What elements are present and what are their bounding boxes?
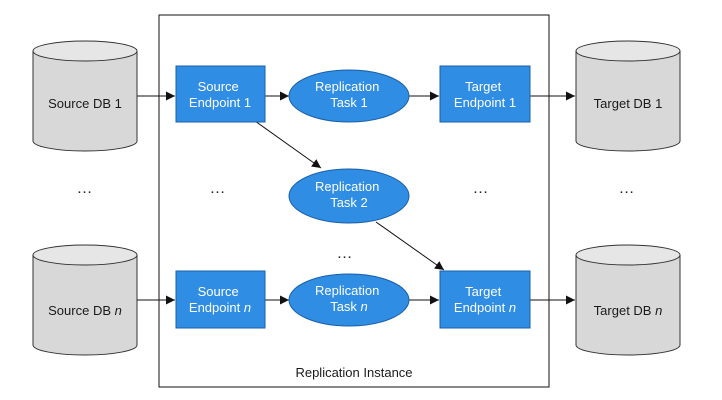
source-endpoint-n: Source Endpoint n — [175, 270, 266, 329]
target-db-1-cylinder: Target DB 1 — [575, 40, 681, 152]
source-endpoint-1-label: Source Endpoint 1 — [189, 79, 251, 110]
target-endpoint-n: Target Endpoint n — [439, 270, 531, 329]
source-db-1-label: Source DB 1 — [48, 96, 122, 111]
ellipsis-tasks: … — [337, 245, 354, 262]
target-endpoint-1: Target Endpoint 1 — [439, 65, 531, 123]
edge-task2-to-target-endpointn — [375, 221, 445, 271]
target-endpoint-n-label: Target Endpoint n — [454, 284, 516, 315]
edge-source-endpoint1-to-task2 — [254, 120, 322, 169]
source-db-n-label: Source DB n — [48, 303, 122, 318]
replication-instance-label: Replication Instance — [295, 365, 412, 380]
ellipsis-source-endpoints: … — [210, 180, 227, 197]
ellipsis-target-dbs: … — [619, 180, 636, 197]
source-db-1-cylinder: Source DB 1 — [32, 40, 138, 152]
replication-task-1: Replication Task 1 — [288, 69, 410, 123]
replication-task-n: Replication Task n — [288, 273, 410, 327]
connections — [137, 91, 575, 305]
source-endpoint-1: Source Endpoint 1 — [175, 65, 266, 123]
replication-task-n-label: Replication Task n — [315, 283, 383, 314]
replication-task-2-label: Replication Task 2 — [315, 179, 383, 210]
replication-task-2: Replication Task 2 — [288, 168, 410, 224]
source-db-n-cylinder: Source DB n — [32, 244, 138, 356]
source-endpoint-n-label: Source Endpoint n — [189, 284, 251, 315]
ellipsis-source-dbs: … — [77, 180, 94, 197]
ellipsis-target-endpoints: … — [473, 180, 490, 197]
target-endpoint-1-label: Target Endpoint 1 — [454, 79, 516, 110]
replication-task-1-label: Replication Task 1 — [315, 79, 383, 110]
target-db-n-label: Target DB n — [594, 303, 663, 318]
target-db-1-label: Target DB 1 — [594, 96, 663, 111]
target-db-n-cylinder: Target DB n — [575, 244, 681, 356]
